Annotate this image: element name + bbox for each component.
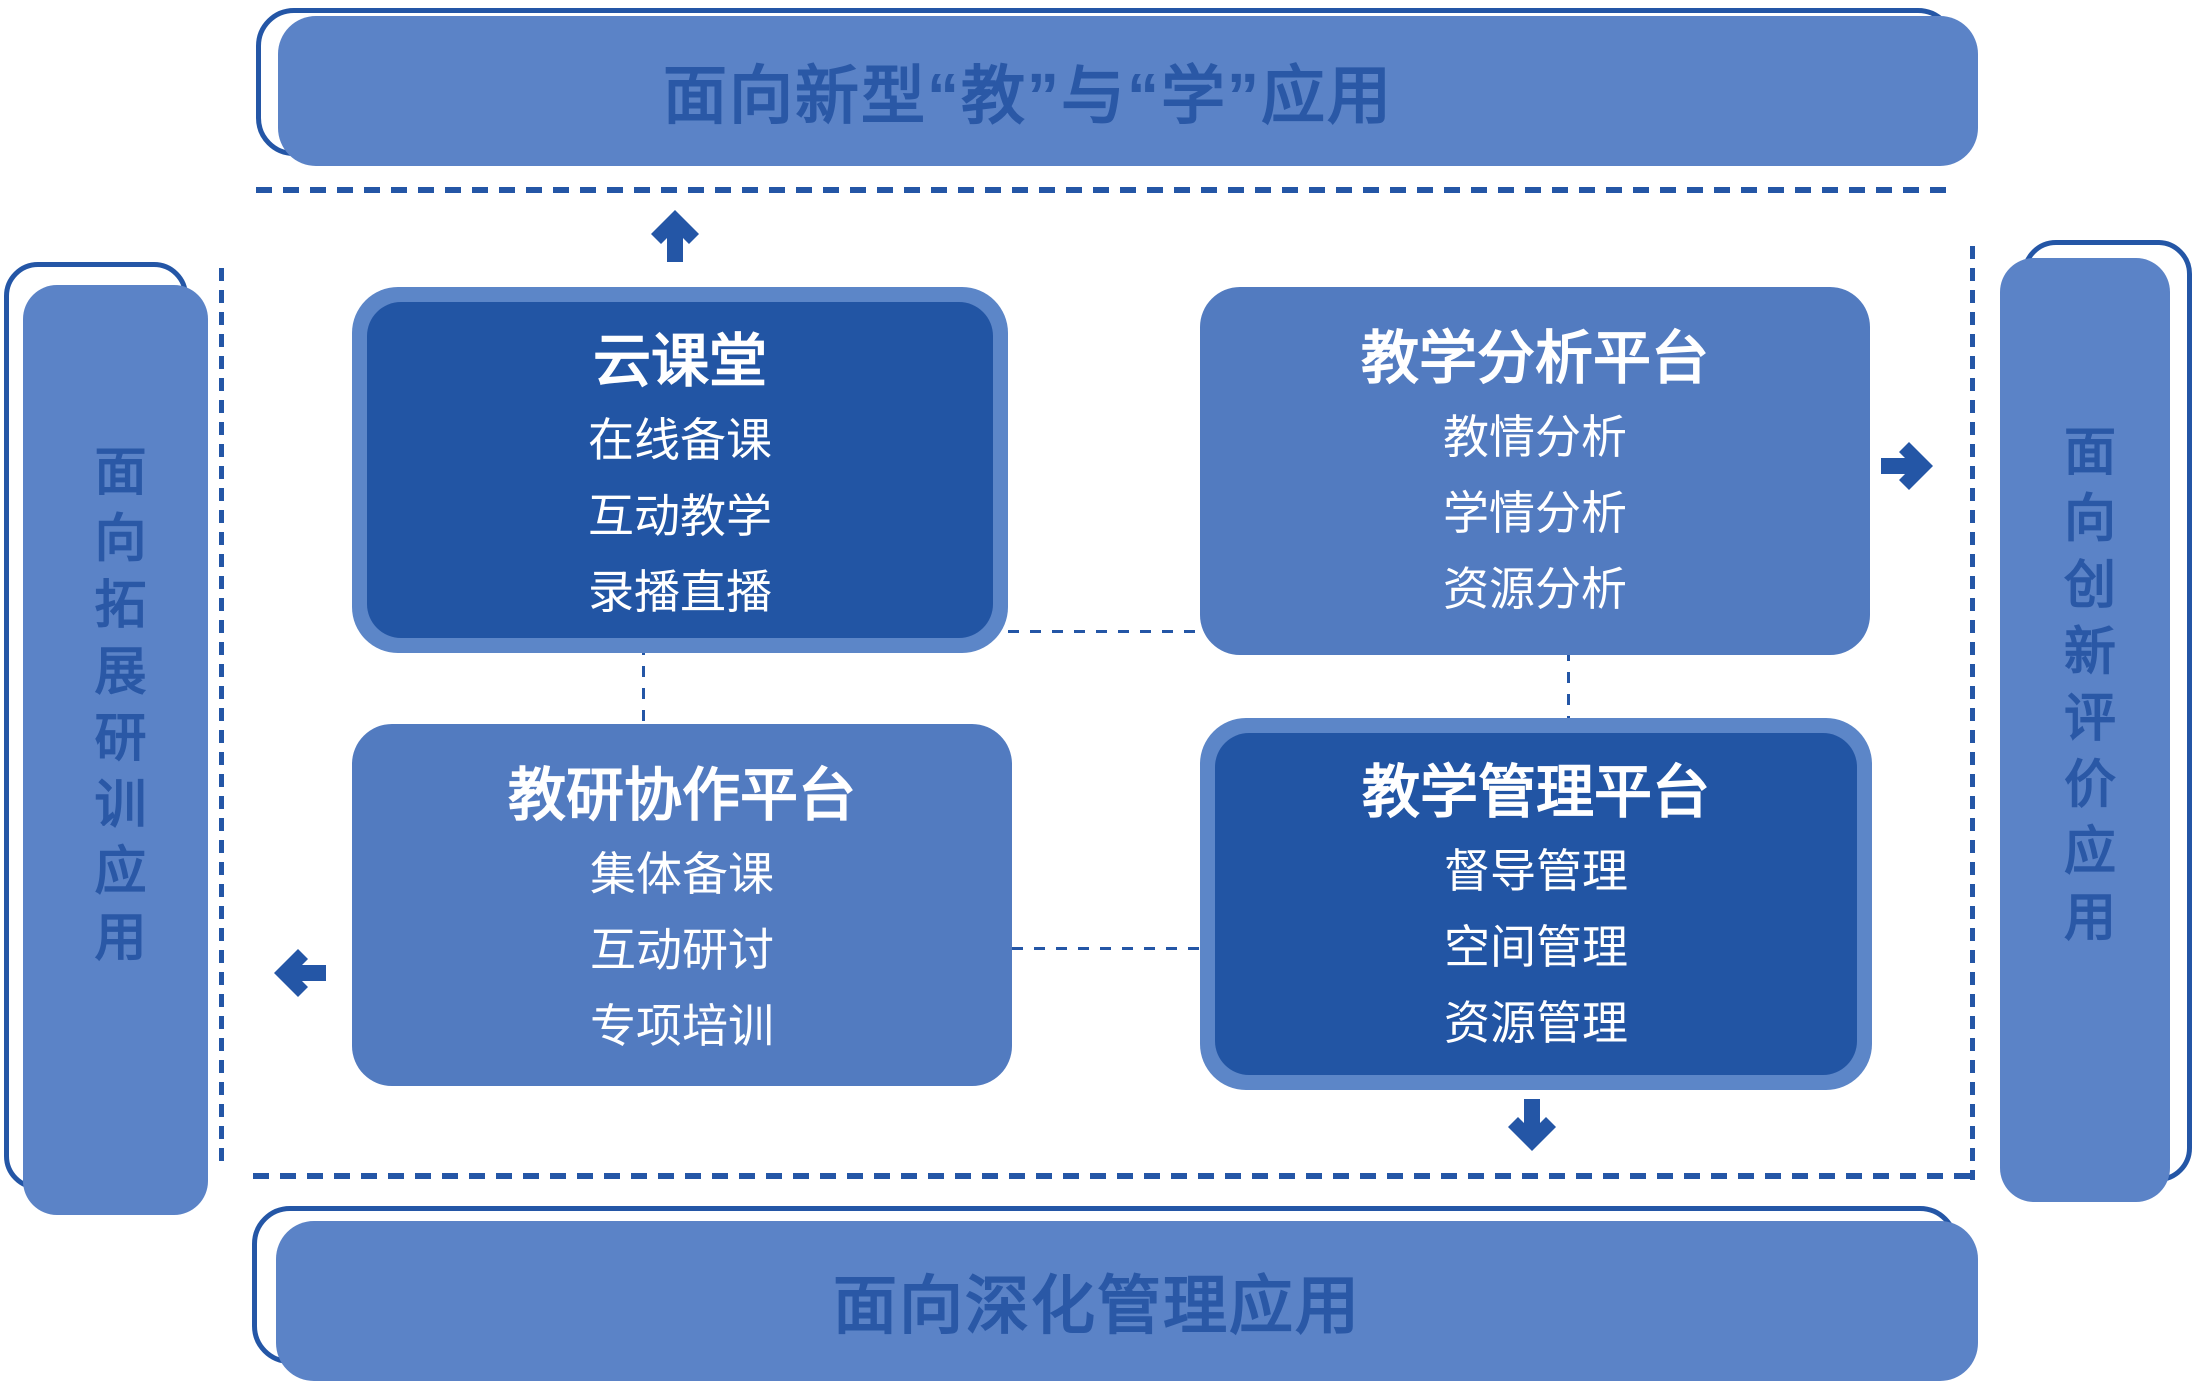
box-cloud-classroom-body: 云课堂 在线备课 互动教学 录播直播 — [367, 302, 993, 638]
connector-cloud-to-research — [642, 644, 645, 734]
box-item: 互动教学 — [588, 490, 772, 542]
box-teaching-analysis: 教学分析平台 教情分析 学情分析 资源分析 — [1200, 287, 1870, 655]
left-dashed-line — [219, 268, 224, 1168]
box-item: 空间管理 — [1444, 921, 1628, 973]
box-teaching-management-body: 教学管理平台 督导管理 空间管理 资源管理 — [1215, 733, 1857, 1075]
right-banner: 面向创新评价应用 — [2000, 258, 2170, 1202]
box-item: 互动研讨 — [590, 924, 774, 976]
box-item: 学情分析 — [1443, 487, 1627, 539]
box-item: 教情分析 — [1443, 411, 1627, 463]
box-teaching-management: 教学管理平台 督导管理 空间管理 资源管理 — [1200, 718, 1872, 1090]
box-item: 专项培训 — [590, 1000, 774, 1052]
left-arrow-icon — [270, 943, 330, 1003]
box-item: 集体备课 — [590, 848, 774, 900]
down-arrow-icon — [1502, 1095, 1562, 1155]
left-banner: 面向拓展研训应用 — [23, 285, 208, 1215]
right-banner-label: 面向创新评价应用 — [2055, 423, 2114, 957]
box-title: 教研协作平台 — [507, 763, 856, 828]
box-title: 教学分析平台 — [1360, 326, 1709, 391]
box-item: 录播直播 — [588, 566, 772, 618]
box-item: 资源分析 — [1443, 563, 1627, 615]
box-cloud-classroom: 云课堂 在线备课 互动教学 录播直播 — [352, 287, 1008, 653]
bottom-banner: 面向深化管理应用 — [276, 1221, 1978, 1381]
top-banner-label: 面向新型“教”与“学”应用 — [663, 60, 1393, 132]
box-title: 云课堂 — [592, 329, 767, 394]
top-dashed-line — [256, 187, 1956, 193]
box-title: 教学管理平台 — [1361, 760, 1710, 825]
bottom-banner-label: 面向深化管理应用 — [833, 1270, 1361, 1342]
connector-analysis-to-management — [1567, 650, 1570, 730]
up-arrow-icon — [645, 206, 705, 266]
left-banner-label: 面向拓展研训应用 — [86, 443, 144, 977]
bottom-dashed-line — [253, 1173, 1980, 1179]
box-research-collaboration-body: 教研协作平台 集体备课 互动研讨 专项培训 — [352, 724, 1012, 1086]
box-item: 在线备课 — [588, 414, 772, 466]
box-item: 资源管理 — [1444, 997, 1628, 1049]
box-teaching-analysis-body: 教学分析平台 教情分析 学情分析 资源分析 — [1200, 287, 1870, 655]
box-research-collaboration: 教研协作平台 集体备课 互动研讨 专项培训 — [352, 724, 1012, 1086]
right-arrow-icon — [1877, 436, 1937, 496]
top-banner: 面向新型“教”与“学”应用 — [278, 16, 1978, 166]
box-item: 督导管理 — [1444, 845, 1628, 897]
connector-cloud-to-analysis — [1008, 630, 1200, 633]
right-dashed-line — [1970, 246, 1975, 1180]
connector-research-to-management — [1012, 947, 1200, 950]
